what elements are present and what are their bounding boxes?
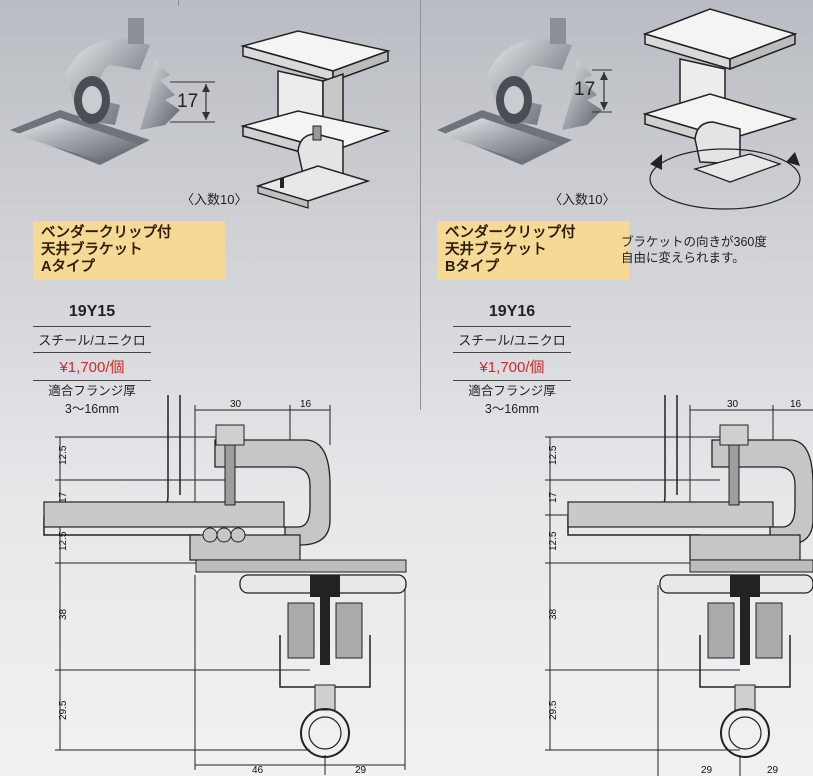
bracket-photo-a (240, 30, 391, 209)
section-divider (420, 0, 421, 410)
dim-v3: 12.5 (548, 531, 559, 551)
material-label: スチール/ユニクロ (458, 333, 566, 348)
quantity-label: 〈入数10〉 (181, 192, 248, 207)
technical-drawing-b: 30 16 12.5 17 12.5 38 29.5 29 29 (545, 395, 813, 776)
top-separator (178, 0, 179, 6)
product-name-box: ベンダークリップ付 天井ブラケット Bタイプ (437, 221, 629, 280)
spec-block: 19Y15 スチール/ユニクロ ¥1,700/個 適合フランジ厚 3〜16mm (32, 303, 152, 417)
dim-v1: 12.5 (548, 445, 559, 465)
dim-v2: 17 (58, 491, 69, 503)
dim-top-left: 30 (727, 399, 739, 410)
product-code: 19Y16 (488, 303, 536, 320)
material-label: スチール/ユニクロ (38, 333, 146, 348)
fit-line-1: 適合フランジ厚 (48, 384, 136, 398)
photo-dimension-label: 17 (177, 91, 199, 112)
spec-block: 19Y16 スチール/ユニクロ ¥1,700/個 適合フランジ厚 3〜16mm (452, 303, 572, 417)
quantity-label: 〈入数10〉 (549, 192, 616, 207)
clip-photo-b (437, 18, 612, 165)
dim-v4: 38 (548, 608, 559, 620)
dim-bottom-left: 46 (252, 765, 264, 776)
dim-v4: 38 (58, 608, 69, 620)
rotation-note-line-2: 自由に変えられます。 (621, 251, 745, 265)
product-name-line-2: 天井ブラケット (41, 242, 143, 258)
product-name-line-3: Aタイプ (41, 259, 95, 275)
dim-v2: 17 (548, 491, 559, 503)
dim-v3: 12.5 (58, 531, 69, 551)
dim-v1: 12.5 (58, 445, 69, 465)
product-code: 19Y15 (68, 303, 116, 320)
bracket-photo-b (642, 8, 801, 210)
fit-line-2: 3〜16mm (64, 402, 120, 416)
technical-drawing-a: 30 16 12.5 17 12.5 38 29.5 46 29 (43, 395, 407, 776)
clip-photo-a (10, 18, 215, 165)
price-label: ¥1,700/個 (59, 359, 125, 376)
product-name-line-1: ベンダークリップ付 (445, 225, 576, 241)
product-name-line-3: Bタイプ (445, 259, 499, 275)
fit-line-2: 3〜16mm (484, 402, 540, 416)
dim-v5: 29.5 (58, 700, 69, 720)
product-name-line-1: ベンダークリップ付 (41, 225, 172, 241)
dim-v5: 29.5 (548, 700, 559, 720)
photo-dimension-label: 17 (574, 79, 596, 100)
dim-bottom-right: 29 (355, 765, 367, 776)
rotation-note-line-1: ブラケットの向きが360度 (621, 235, 767, 249)
dim-bottom-right: 29 (767, 765, 779, 776)
product-name-line-2: 天井ブラケット (445, 242, 547, 258)
dim-top-left: 30 (230, 399, 242, 410)
fit-line-1: 適合フランジ厚 (468, 384, 556, 398)
rotation-note: ブラケットの向きが360度 自由に変えられます。 (621, 234, 813, 266)
product-name-box: ベンダークリップ付 天井ブラケット Aタイプ (33, 221, 225, 280)
dim-top-right: 16 (790, 399, 802, 410)
price-label: ¥1,700/個 (479, 359, 545, 376)
dim-bottom-left: 29 (701, 765, 713, 776)
dim-top-right: 16 (300, 399, 312, 410)
